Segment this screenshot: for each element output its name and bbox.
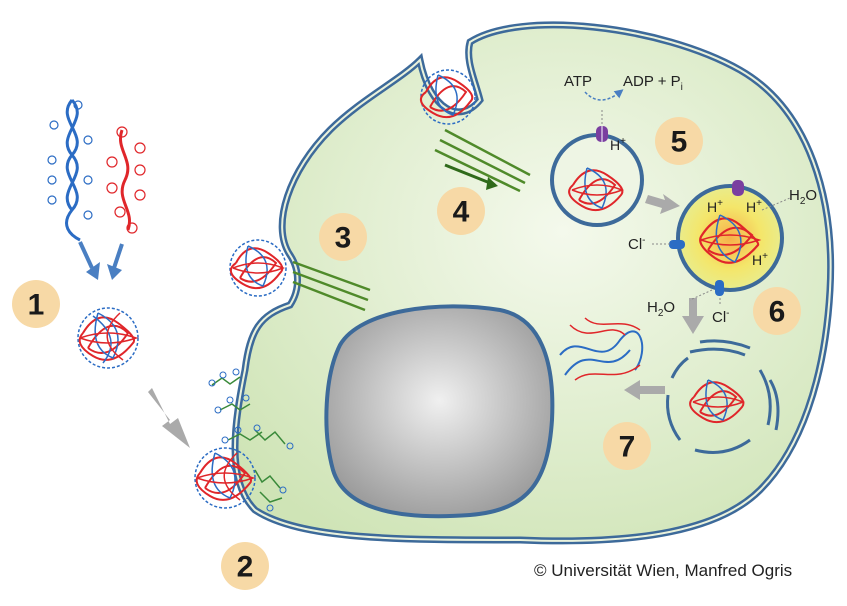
chloride-label: Cl- — [712, 308, 730, 326]
transport-arrow — [444, 163, 498, 190]
step-number: 3 — [335, 222, 352, 255]
step-number: 2 — [237, 551, 254, 584]
surface-proteoglycans — [211, 376, 286, 503]
proton-pump-icon — [732, 180, 744, 196]
water-label: H2O — [789, 187, 817, 207]
step-number: 6 — [769, 296, 786, 329]
polyplex-step3 — [229, 239, 287, 297]
polyplex-step2 — [194, 447, 256, 509]
adp-pi-label: ADP + Pi — [623, 73, 683, 93]
step-badge-7: 7 — [603, 422, 651, 470]
water-label: H2O — [647, 299, 675, 319]
step-number: 1 — [28, 289, 45, 322]
arrow-6-to-7 — [682, 298, 704, 334]
step-number: 7 — [619, 431, 636, 464]
actin-filaments-3 — [292, 260, 371, 312]
nucleus — [324, 304, 555, 519]
water-channel-icon — [715, 280, 724, 296]
step-badge-1: 1 — [12, 280, 60, 328]
proton-label: H+ — [746, 198, 762, 215]
atp-label: ATP — [564, 73, 592, 90]
free-polymer-strand — [119, 129, 131, 231]
arrow-7-to-release — [624, 380, 665, 400]
arrow-5-to-6 — [645, 194, 680, 214]
ion-flow-lines — [650, 197, 791, 306]
step-badge-6: 6 — [753, 287, 801, 335]
chloride-channel-icon — [669, 240, 685, 249]
polyplex-step7 — [689, 379, 746, 424]
arrow-dna-to-polyplex — [78, 241, 124, 280]
polyplex-step1 — [77, 307, 139, 369]
ruptured-endosome — [666, 339, 780, 454]
released-dna — [559, 317, 644, 381]
endosome-acidified — [669, 180, 784, 296]
dna-charge-symbols — [47, 100, 93, 220]
proton-label: H+ — [610, 136, 626, 153]
step-badge-2: 2 — [221, 542, 269, 590]
chloride-label: Cl- — [628, 235, 646, 253]
atp-hydrolysis-arrow — [584, 89, 624, 124]
arrow-polyplex-to-cell — [148, 388, 190, 448]
step-number: 5 — [671, 126, 688, 159]
step-badge-4: 4 — [437, 187, 485, 235]
step-number: 4 — [453, 196, 470, 229]
step-badge-5: 5 — [655, 117, 703, 165]
actin-filaments-4 — [434, 128, 531, 193]
proteoglycan-charges — [208, 368, 294, 512]
free-dna-strand — [65, 98, 81, 242]
cell-membrane-inner — [234, 23, 832, 542]
step-badge-3: 3 — [319, 213, 367, 261]
proton-label: H+ — [707, 198, 723, 215]
polymer-charge-symbols — [106, 126, 146, 234]
polyplex-step4 — [419, 69, 476, 125]
copyright-credit: © Universität Wien, Manfred Ogris — [534, 561, 793, 580]
proton-label: H+ — [752, 251, 768, 268]
endosome-early — [550, 126, 644, 227]
